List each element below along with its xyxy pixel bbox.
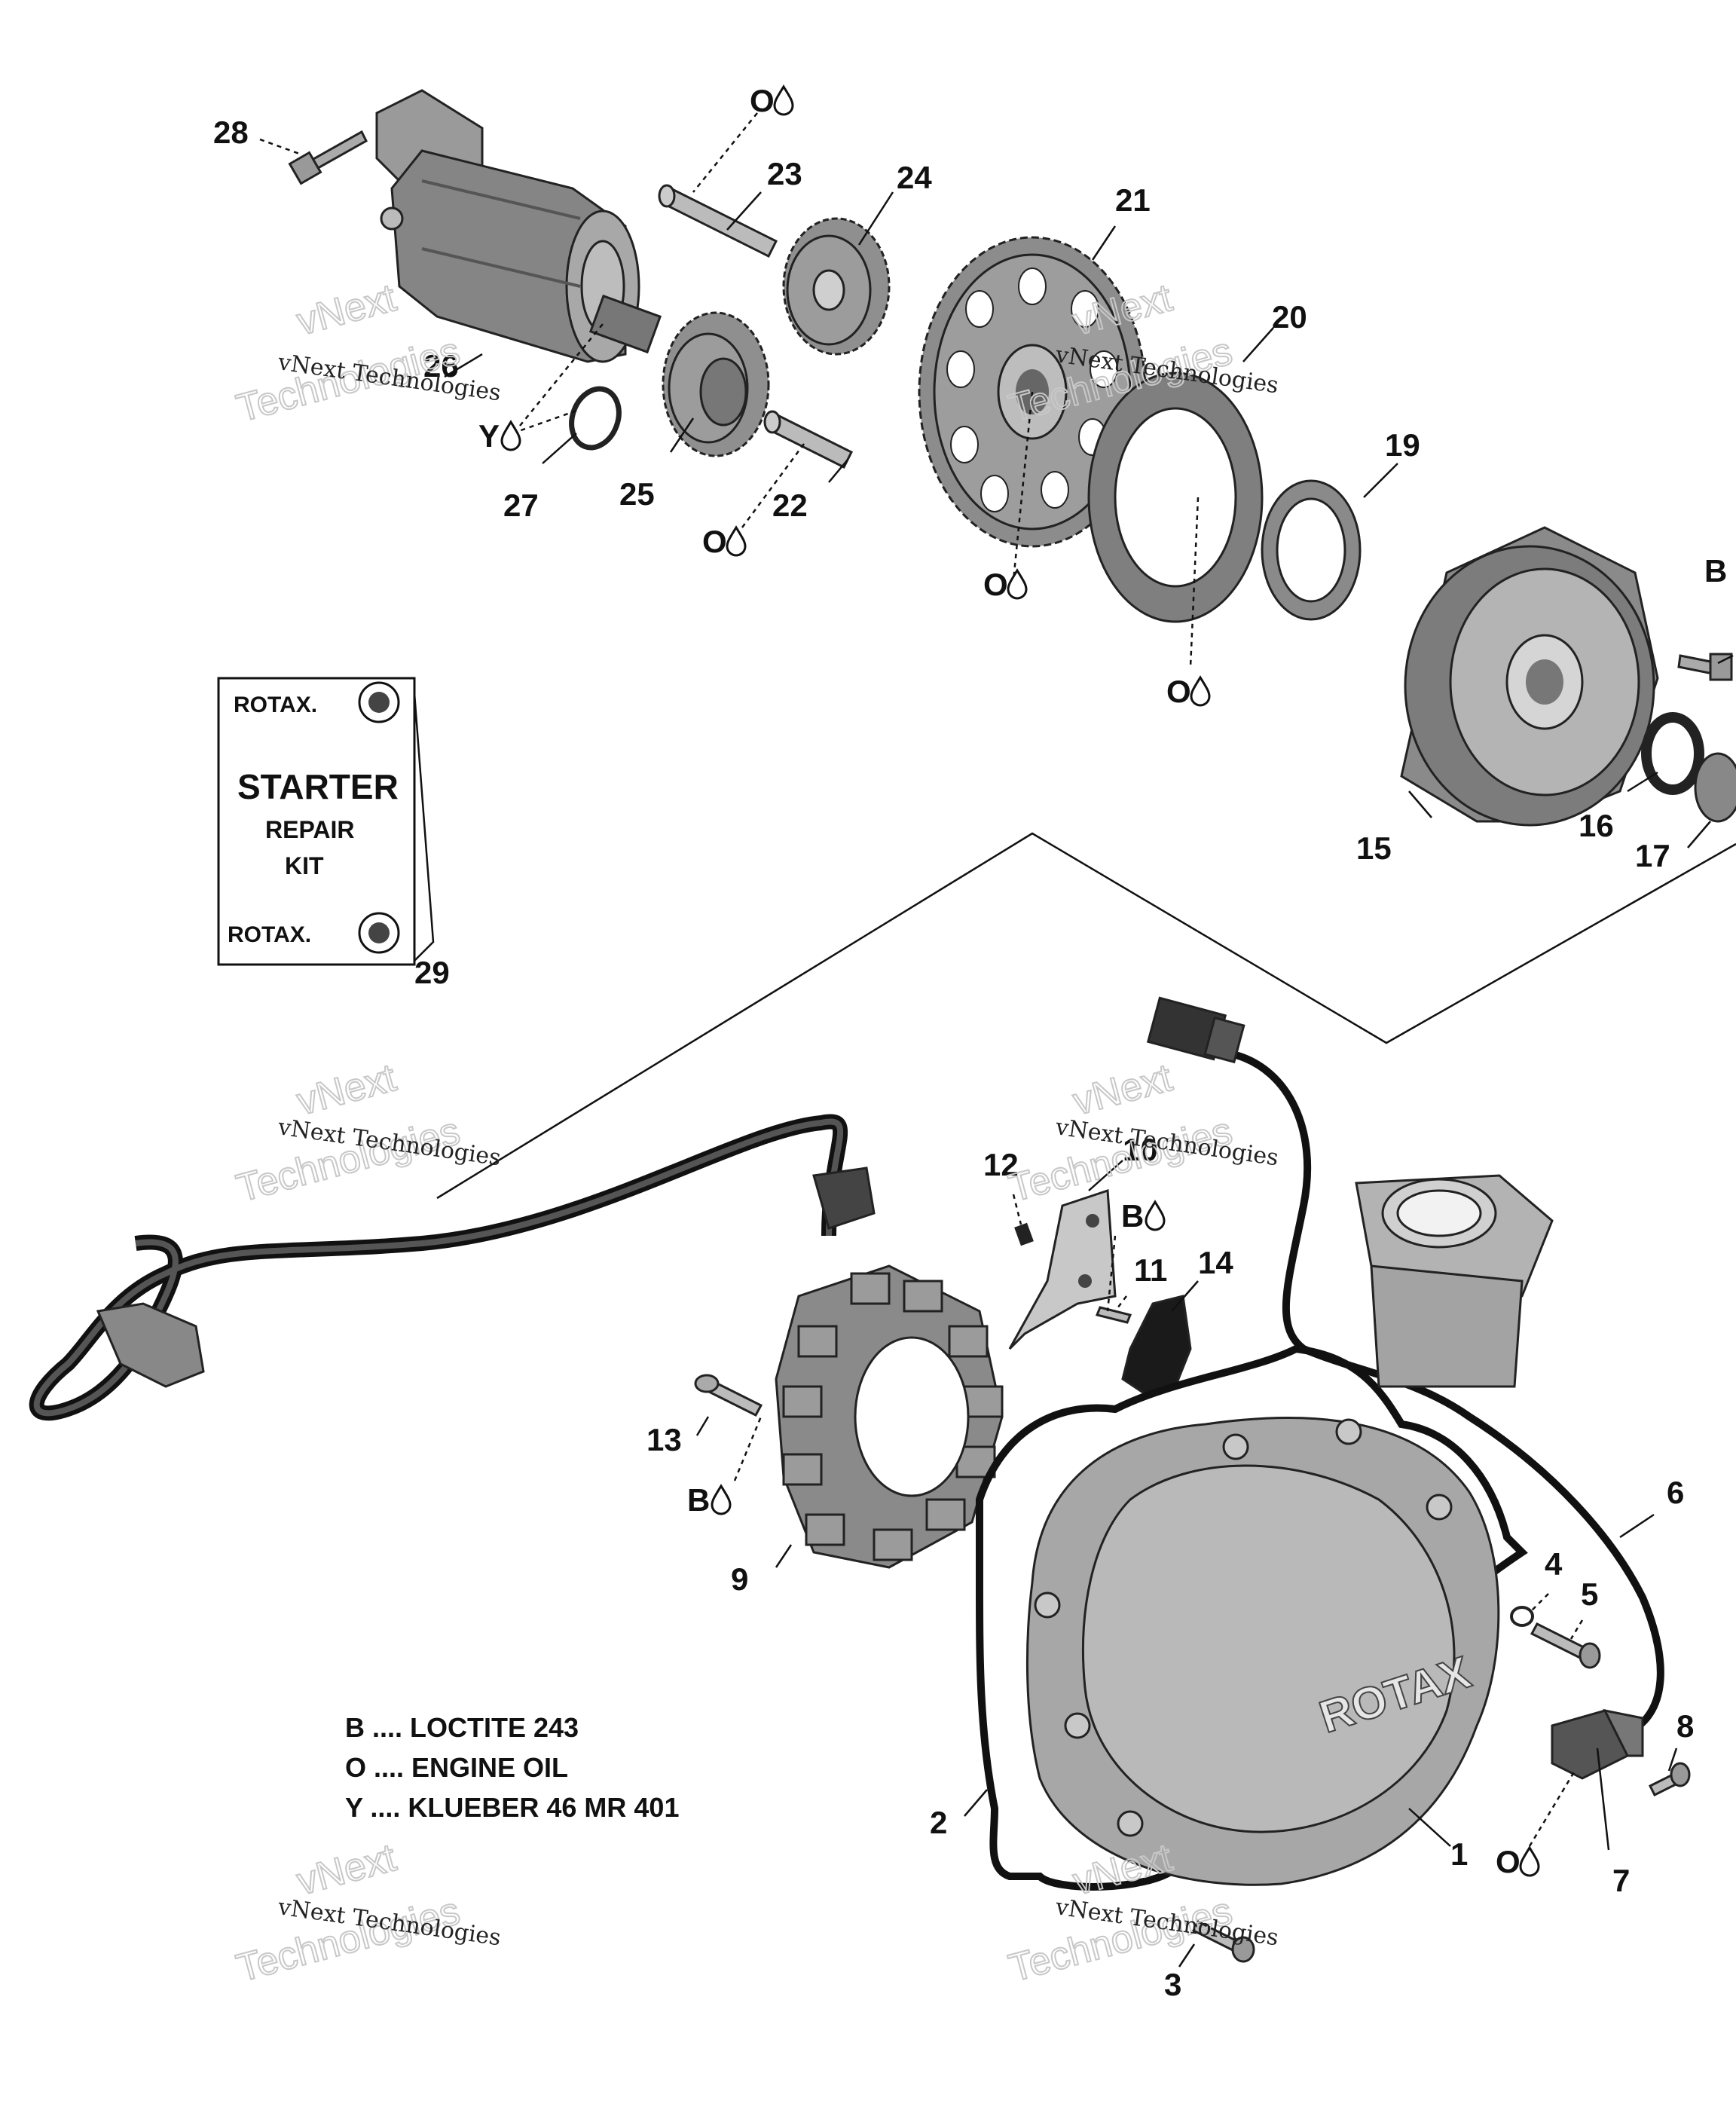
bolt-3 <box>1191 1919 1255 1963</box>
legend-engine-oil: O .... ENGINE OIL <box>345 1752 568 1783</box>
callout-17: 17 <box>1635 838 1670 873</box>
bolt-5 <box>1530 1622 1601 1669</box>
kit-brand-top: ROTAX. <box>234 693 317 717</box>
callout-10: 10 <box>1123 1132 1158 1167</box>
callout-1: 1 <box>1450 1836 1468 1872</box>
legend-loctite: B .... LOCTITE 243 <box>345 1712 579 1743</box>
symbol-loctite-13: B <box>687 1482 732 1518</box>
o-ring-27 <box>569 386 622 451</box>
svg-text:vNext: vNext <box>292 1056 401 1124</box>
svg-text:O: O <box>1496 1844 1521 1879</box>
callout-22: 22 <box>772 488 808 523</box>
callout-21: 21 <box>1115 182 1151 218</box>
svg-text:Y: Y <box>478 418 500 454</box>
legend: B .... LOCTITE 243 O .... ENGINE OIL Y .… <box>345 1712 679 1823</box>
washer-4 <box>1510 1606 1534 1627</box>
gear-24 <box>782 217 891 356</box>
symbol-loctite-flywheel: B <box>1704 553 1727 589</box>
svg-text:vNext: vNext <box>292 276 401 344</box>
kit-line-kit: KIT <box>285 852 324 879</box>
shaft-22 <box>763 410 854 469</box>
callout-15: 15 <box>1356 830 1392 866</box>
starter-motor <box>375 89 662 363</box>
svg-text:O: O <box>983 567 1008 602</box>
symbol-klueber-26: Y <box>478 418 521 454</box>
callout-19: 19 <box>1385 427 1420 463</box>
callout-25: 25 <box>619 476 655 512</box>
crank-position-sensor-7 <box>1551 1708 1644 1780</box>
washer-16 <box>1641 712 1704 795</box>
screw-8 <box>1648 1762 1691 1797</box>
watermark-bottom-left: vNext Technologies vNext Technologies <box>231 1835 503 1992</box>
callout-12: 12 <box>983 1147 1019 1182</box>
svg-text:B: B <box>687 1482 710 1518</box>
callout-2: 2 <box>930 1805 947 1840</box>
callout-7: 7 <box>1612 1863 1630 1898</box>
screw-12 <box>1014 1222 1034 1246</box>
screw-11 <box>1095 1306 1132 1324</box>
section-divider-line <box>436 832 1736 1200</box>
callout-9: 9 <box>731 1561 748 1597</box>
symbol-oil-20: O <box>1166 674 1211 709</box>
symbol-loctite-11: B <box>1121 1198 1166 1234</box>
flywheel-15 <box>1400 526 1659 827</box>
callout-4: 4 <box>1545 1546 1563 1582</box>
leader-lines <box>259 112 1734 1968</box>
callout-13: 13 <box>646 1422 682 1457</box>
symbol-oil-23: O <box>750 83 794 118</box>
symbol-oil-22: O <box>702 524 747 559</box>
callout-23: 23 <box>767 156 802 191</box>
callout-20: 20 <box>1272 299 1307 335</box>
callout-24: 24 <box>897 160 932 195</box>
callout-14: 14 <box>1198 1245 1233 1280</box>
callout-29: 29 <box>414 955 450 990</box>
callout-11: 11 <box>1134 1252 1167 1288</box>
callout-3: 3 <box>1164 1967 1181 2002</box>
svg-text:O: O <box>702 524 727 559</box>
bushing-19 <box>1261 479 1362 621</box>
svg-text:vNext: vNext <box>292 1836 401 1904</box>
nut-17 <box>1694 752 1736 823</box>
callout-27: 27 <box>503 488 539 523</box>
grommet-14 <box>1121 1295 1192 1396</box>
harness-connector <box>96 1166 876 1388</box>
svg-text:O: O <box>750 83 775 118</box>
kit-title: STARTER <box>237 767 399 806</box>
callout-16: 16 <box>1579 808 1614 843</box>
callout-8: 8 <box>1676 1708 1694 1744</box>
callout-26: 26 <box>423 348 459 384</box>
svg-text:B: B <box>1704 553 1727 589</box>
gear-25 <box>662 311 770 457</box>
legend-klueber: Y .... KLUEBER 46 MR 401 <box>345 1792 679 1823</box>
callout-28: 28 <box>213 115 249 150</box>
symbol-oil-7: O <box>1496 1844 1540 1879</box>
svg-text:B: B <box>1121 1198 1144 1234</box>
bolt-13 <box>694 1374 763 1417</box>
starter-repair-kit: ROTAX. STARTER REPAIR KIT ROTAX. <box>217 677 435 966</box>
shaft-23 <box>658 184 778 258</box>
sensor-connector <box>1146 996 1245 1064</box>
bolt-28 <box>288 130 368 185</box>
sprag-clutch-20 <box>1087 372 1264 623</box>
callout-6: 6 <box>1667 1475 1684 1510</box>
watermark-mid-left: vNext Technologies vNext Technologies <box>231 1055 503 1212</box>
symbol-oil-21: O <box>983 567 1028 602</box>
callout-5: 5 <box>1581 1576 1598 1612</box>
wire-bracket-10 <box>1008 1188 1117 1350</box>
bolt-flywheel <box>1677 653 1733 681</box>
stator-9 <box>775 1264 1004 1569</box>
svg-text:vNext: vNext <box>1068 1056 1177 1124</box>
kit-brand-bottom: ROTAX. <box>228 922 311 947</box>
kit-line-repair: REPAIR <box>265 816 355 843</box>
watermark-mid-right: vNext Technologies vNext Technologies <box>1004 1055 1280 1212</box>
magneto-cover-1: ROTAX <box>1025 1174 1554 1886</box>
svg-text:O: O <box>1166 674 1191 709</box>
